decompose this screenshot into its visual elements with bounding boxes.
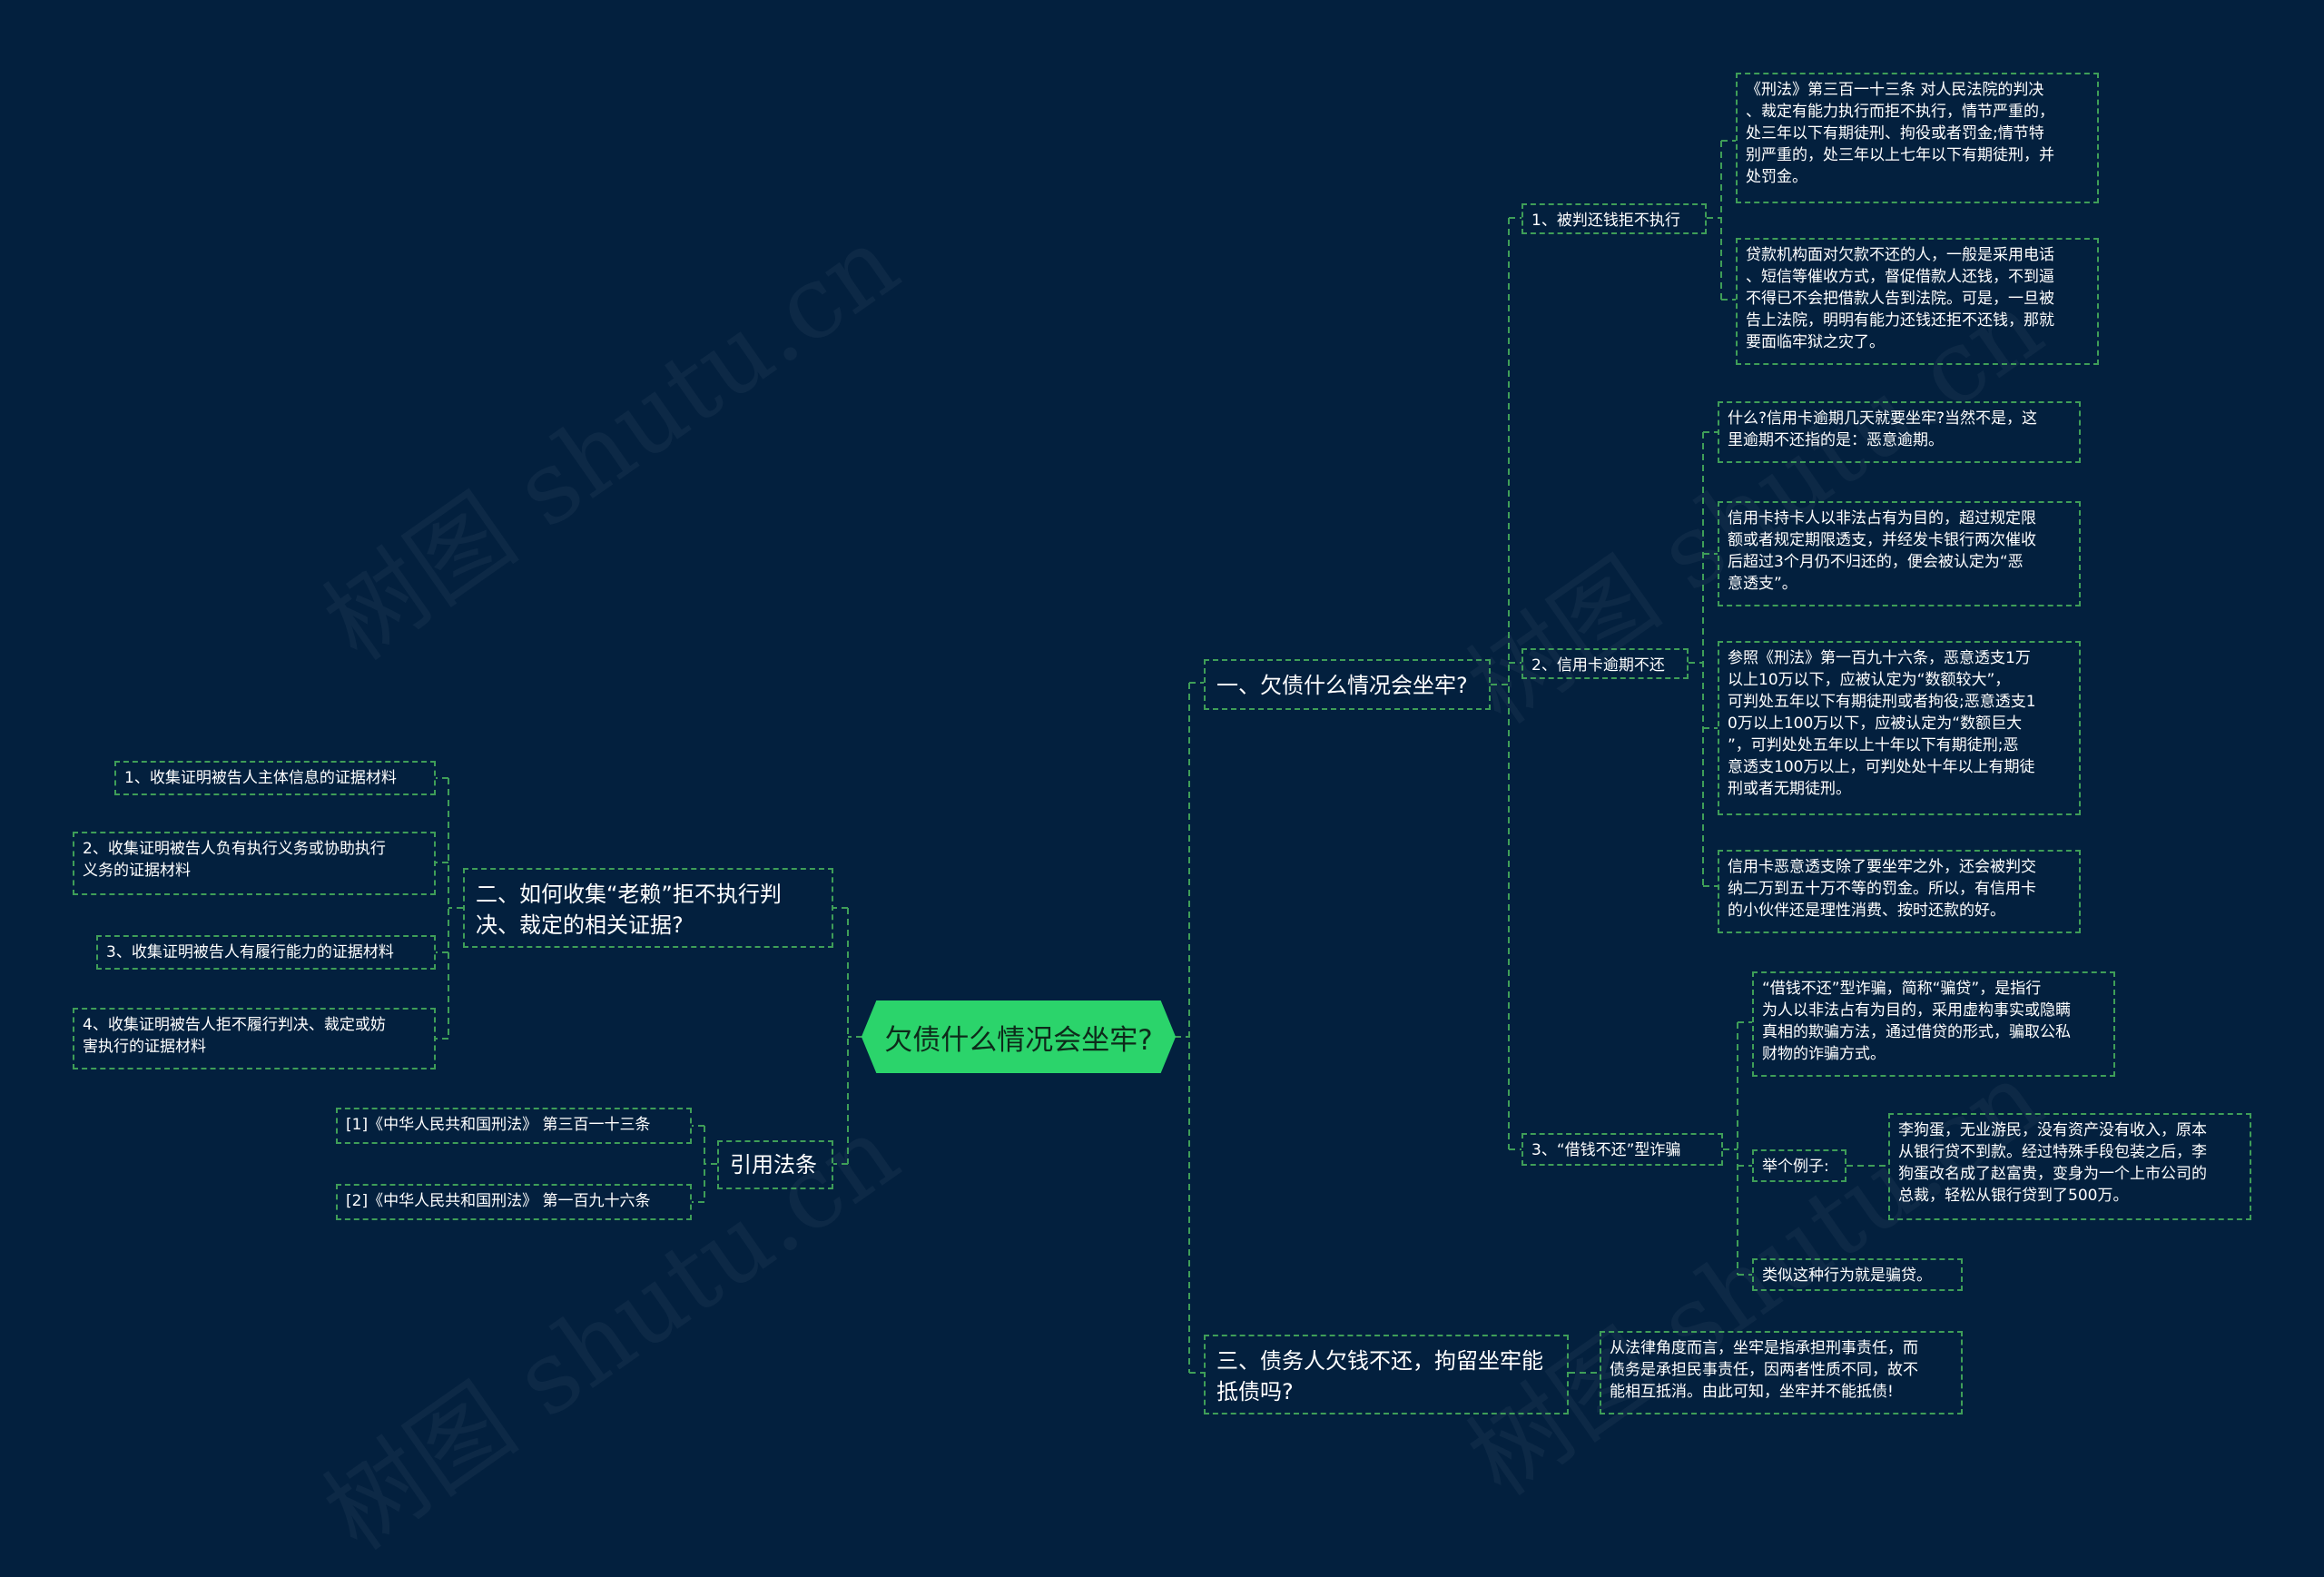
sub-refuse-to-execute-judgment[interactable]: 1、被判还钱拒不执行 bbox=[1521, 203, 1707, 234]
leaf-evidence-refusal[interactable]: 4、收集证明被告人拒不履行判决、裁定或妨 害执行的证据材料 bbox=[73, 1008, 436, 1069]
leaf-example-label[interactable]: 举个例子: bbox=[1752, 1149, 1846, 1182]
leaf-evidence-identity[interactable]: 1、收集证明被告人主体信息的证据材料 bbox=[114, 761, 436, 795]
branch-collect-evidence[interactable]: 二、如何收集“老赖”拒不执行判 决、裁定的相关证据? bbox=[463, 868, 833, 948]
leaf-evidence-capability[interactable]: 3、收集证明被告人有履行能力的证据材料 bbox=[96, 935, 436, 970]
leaf-loan-fraud-definition[interactable]: “借钱不还”型诈骗，简称“骗贷”，是指行 为人以非法占有为目的，采用虚构事实或隐… bbox=[1752, 971, 2115, 1077]
leaf-lender-collection[interactable]: 贷款机构面对欠款不还的人，一般是采用电话 、短信等催收方式，督促借款人还钱，不到… bbox=[1736, 238, 2099, 365]
leaf-citation-196[interactable]: [2]《中华人民共和国刑法》 第一百九十六条 bbox=[336, 1184, 692, 1220]
branch-cited-laws[interactable]: 引用法条 bbox=[717, 1140, 833, 1189]
leaf-malicious-overdraft-definition[interactable]: 信用卡持卡人以非法占有为目的，超过规定限 额或者规定期限透支，并经发卡银行两次催… bbox=[1718, 501, 2081, 606]
connector-lines bbox=[436, 140, 1888, 1374]
leaf-malicious-overdue[interactable]: 什么?信用卡逾期几天就要坐牢?当然不是，这 里逾期不还指的是：恶意逾期。 bbox=[1718, 401, 2081, 463]
sub-loan-fraud[interactable]: 3、“借钱不还”型诈骗 bbox=[1521, 1133, 1723, 1166]
root-node-shape bbox=[861, 1000, 1177, 1073]
leaf-evidence-obligation[interactable]: 2、收集证明被告人负有执行义务或协助执行 义务的证据材料 bbox=[73, 832, 436, 895]
leaf-jail-cannot-offset-debt[interactable]: 从法律角度而言，坐牢是指承担刑事责任，而 债务是承担民事责任，因两者性质不同，故… bbox=[1600, 1331, 1963, 1414]
root-node[interactable]: 欠债什么情况会坐牢? bbox=[884, 1023, 1153, 1057]
leaf-criminal-law-196[interactable]: 参照《刑法》第一百九十六条，恶意透支1万 以上10万以下，应被认定为“数额较大”… bbox=[1718, 641, 2081, 815]
branch-when-owing-leads-to-jail[interactable]: 一、欠债什么情况会坐牢? bbox=[1204, 659, 1491, 710]
branch-detention-offset-debt[interactable]: 三、债务人欠钱不还，拘留坐牢能 抵债吗? bbox=[1204, 1335, 1569, 1414]
leaf-example-story[interactable]: 李狗蛋，无业游民，没有资产没有收入，原本 从银行贷不到款。经过特殊手段包装之后，… bbox=[1888, 1113, 2251, 1220]
leaf-this-is-loan-fraud[interactable]: 类似这种行为就是骗贷。 bbox=[1752, 1258, 1963, 1291]
leaf-citation-313[interactable]: [1]《中华人民共和国刑法》 第三百一十三条 bbox=[336, 1108, 692, 1144]
leaf-credit-card-fine[interactable]: 信用卡恶意透支除了要坐牢之外，还会被判交 纳二万到五十万不等的罚金。所以，有信用… bbox=[1718, 850, 2081, 933]
leaf-criminal-law-313[interactable]: 《刑法》第三百一十三条 对人民法院的判决 、裁定有能力执行而拒不执行，情节严重的… bbox=[1736, 73, 2099, 203]
sub-credit-card-overdue[interactable]: 2、信用卡逾期不还 bbox=[1521, 648, 1689, 679]
